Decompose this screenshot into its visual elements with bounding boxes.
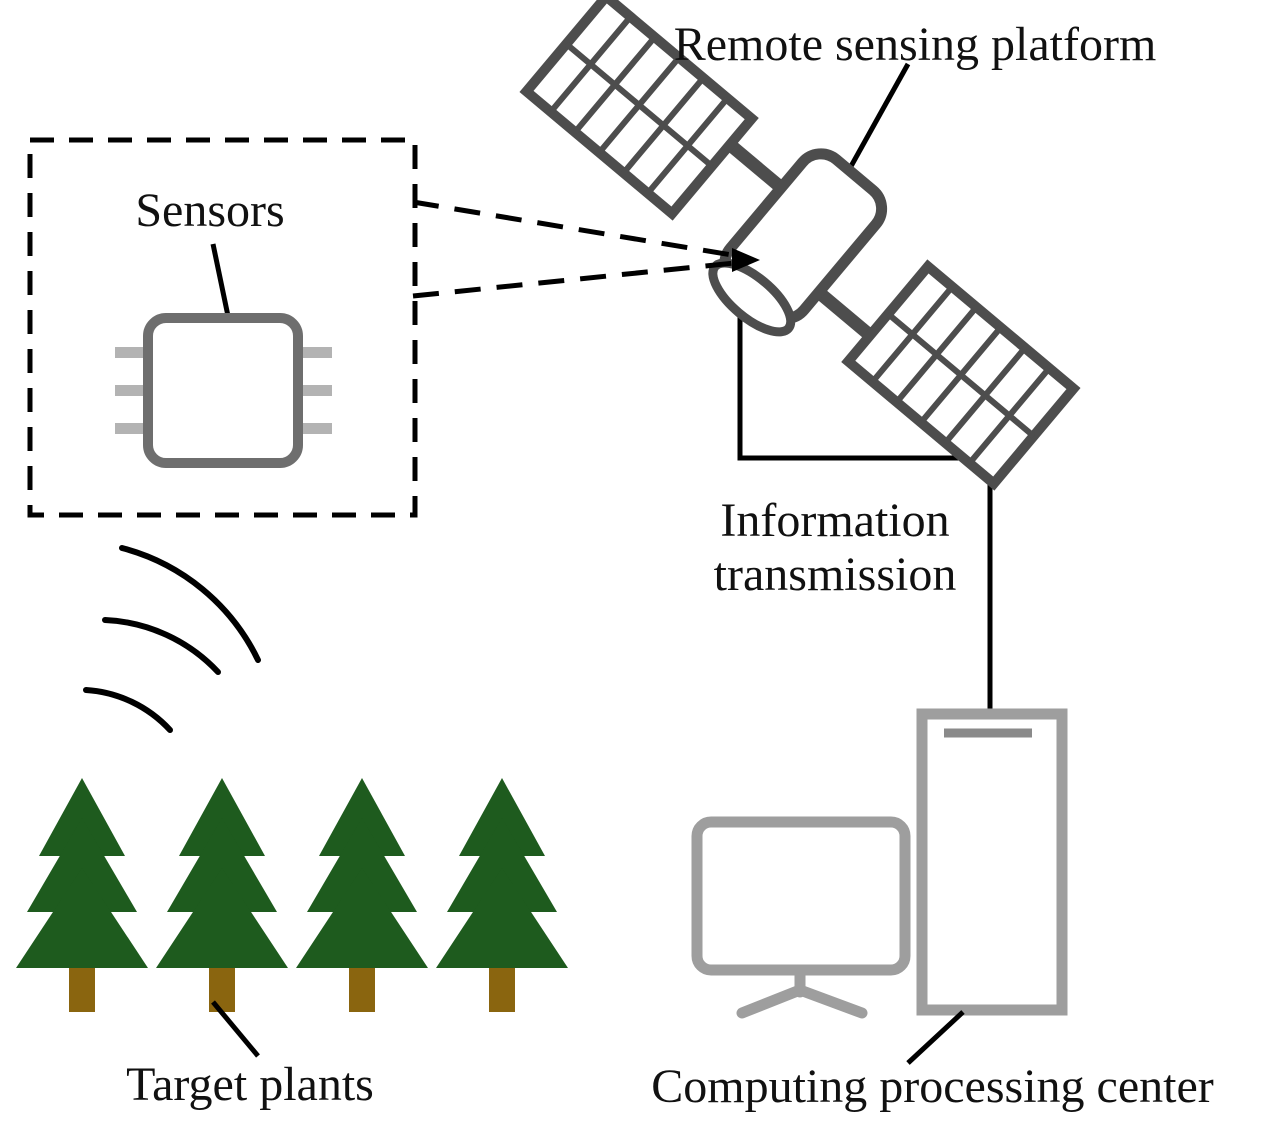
satellite-strut-left [720, 135, 788, 195]
sensor-chip-icon [115, 313, 332, 468]
tree-icon [156, 778, 288, 1012]
plants-pointer-line [211, 1000, 260, 1058]
chip-pin [115, 385, 155, 396]
center-pointer-line [906, 1010, 965, 1065]
computing-processing-center-label: Computing processing center [651, 1060, 1214, 1113]
monitor-icon [691, 816, 911, 976]
transmission-line [737, 300, 993, 720]
information-transmission-label: Information transmission [680, 494, 990, 602]
sensors-pointer-line [210, 243, 231, 317]
target-plants-icon [16, 778, 568, 1012]
tree-icon [296, 778, 428, 1012]
tree-icon [436, 778, 568, 1012]
chip-pin [115, 347, 155, 358]
computing-center-icon [691, 708, 1068, 1019]
information-transmission-line2: transmission [713, 547, 957, 601]
remote-sensing-platform-label: Remote sensing platform [673, 18, 1157, 71]
arrowhead-icon [732, 248, 760, 272]
sensors-label: Sensors [135, 184, 285, 237]
solar-panel-left-icon [519, 0, 759, 221]
satellite-icon [519, 0, 1081, 491]
inset-sight-lines [412, 199, 760, 299]
target-plants-label: Target plants [126, 1058, 374, 1111]
chip-pin [292, 423, 332, 434]
solar-panel-right-icon [841, 259, 1081, 491]
chip-pin [292, 347, 332, 358]
satellite-strut-right [812, 285, 880, 345]
chip-pin [292, 385, 332, 396]
sensors-inset-box [27, 137, 418, 518]
chip-body [143, 313, 303, 468]
information-transmission-line1: Information [720, 494, 950, 547]
signal-waves-icon [83, 545, 261, 733]
tree-icon [16, 778, 148, 1012]
tower-icon [916, 708, 1068, 1016]
monitor-stand [736, 964, 868, 1019]
chip-pin [115, 423, 155, 434]
